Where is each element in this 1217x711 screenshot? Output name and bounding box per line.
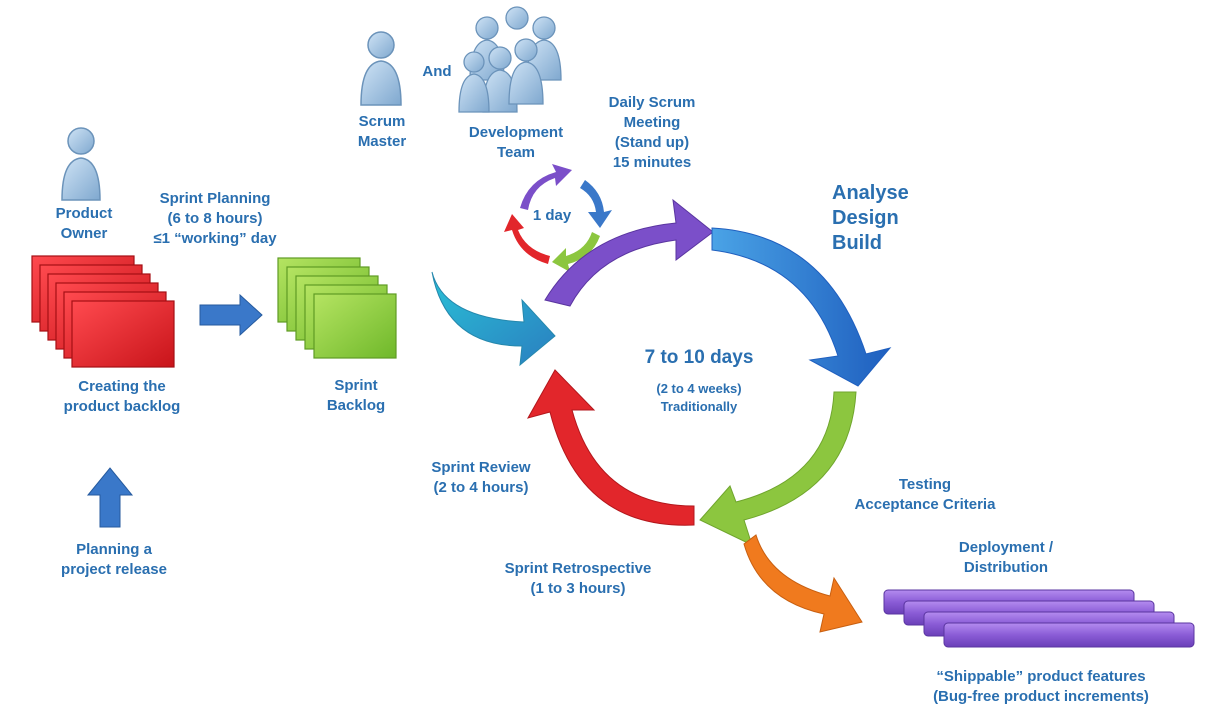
sprint-planning-label: Sprint Planning(6 to 8 hours)≤1 “working… (153, 190, 277, 247)
person-icon (61, 127, 101, 201)
sprint-retrospective-label: Sprint Retrospective(1 to 3 hours) (504, 560, 652, 597)
deployment-label: Deployment /Distribution (958, 539, 1054, 576)
product-backlog-stack (31, 255, 175, 368)
person-icon (360, 31, 402, 106)
up-arrow-icon (86, 467, 134, 528)
right-arrow-icon (199, 293, 263, 337)
sprint-backlog-stack (277, 257, 397, 359)
team-icon (458, 6, 562, 113)
shippable-features-stack (883, 589, 1195, 648)
daily-cycle-icon (504, 164, 612, 272)
traditional-duration-label: (2 to 4 weeks)Traditionally (656, 381, 742, 414)
and-connector-label: And (422, 63, 452, 80)
sprint-review-label: Sprint Review(2 to 4 hours) (431, 459, 531, 496)
shippable-features-label: “Shippable” product features(Bug-free pr… (933, 668, 1149, 705)
daily-cycle-label: 1 day (532, 207, 572, 224)
sprint-duration-label: 7 to 10 days (644, 347, 754, 368)
sprint-cycle (431, 198, 892, 633)
